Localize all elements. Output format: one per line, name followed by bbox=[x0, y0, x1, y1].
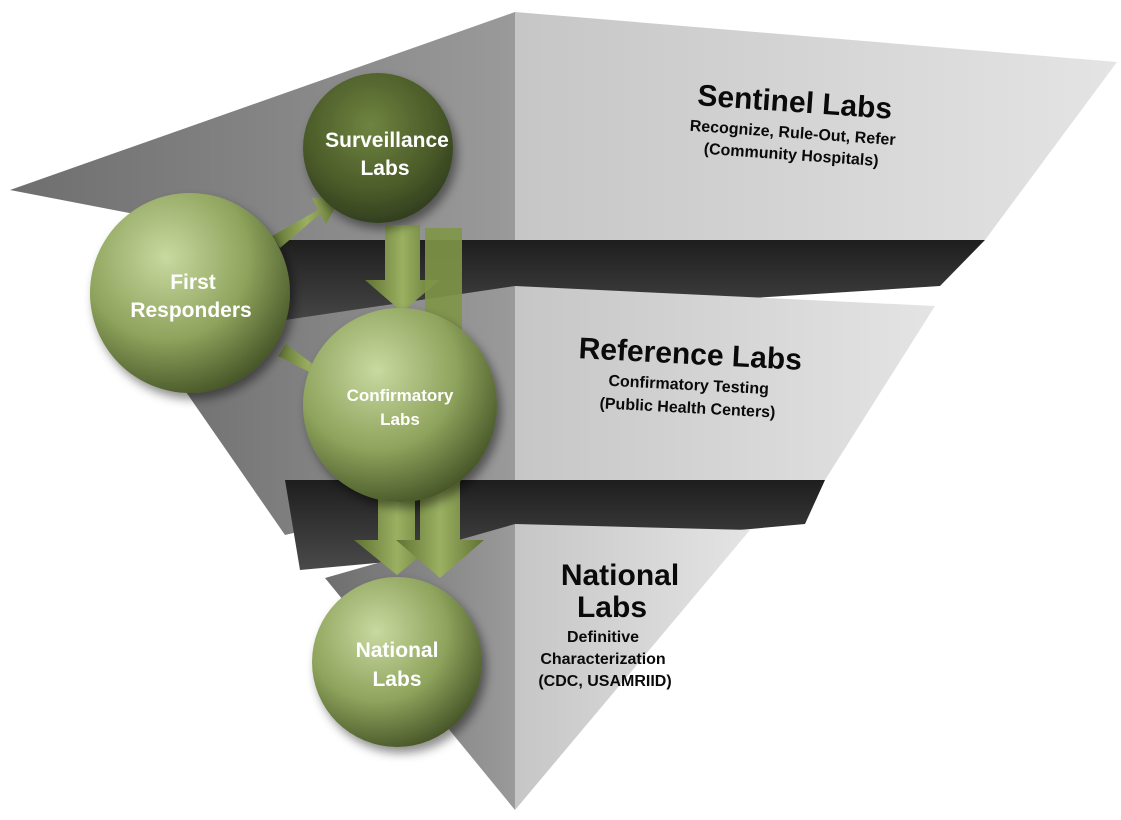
surveillance-label-line2: Labs bbox=[360, 157, 409, 180]
first-responders-label-line1: First bbox=[170, 271, 216, 294]
first-responders-node bbox=[90, 193, 290, 393]
sentinel-front-face bbox=[515, 12, 1117, 240]
confirmatory-labs-node bbox=[303, 308, 497, 502]
arrow-first-responders-to-surveillance bbox=[272, 196, 342, 248]
national-title-line2: Labs bbox=[577, 591, 647, 624]
surveillance-label-line1: Surveillance bbox=[325, 129, 449, 152]
national-front-face bbox=[515, 524, 750, 810]
national-line3: (CDC, USAMRIID) bbox=[538, 673, 671, 690]
national-node-label-line1: National bbox=[356, 639, 439, 662]
national-node-label-line2: Labs bbox=[372, 668, 421, 691]
confirmatory-label-line1: Confirmatory bbox=[347, 386, 454, 405]
national-line2: Characterization bbox=[540, 651, 665, 668]
national-title-line1: National bbox=[561, 559, 679, 592]
national-labs-node bbox=[312, 577, 482, 747]
reference-front-face bbox=[515, 286, 935, 480]
national-line1: Definitive bbox=[567, 629, 639, 646]
arrow-surveillance-to-confirmatory bbox=[365, 225, 462, 330]
first-responders-label-line2: Responders bbox=[130, 299, 251, 322]
arrow-confirmatory-to-national bbox=[354, 470, 484, 578]
national-labs-label: National Labs Definitive Characterizatio… bbox=[538, 559, 679, 690]
surveillance-labs-node bbox=[303, 73, 453, 223]
confirmatory-label-line2: Labs bbox=[380, 410, 420, 429]
